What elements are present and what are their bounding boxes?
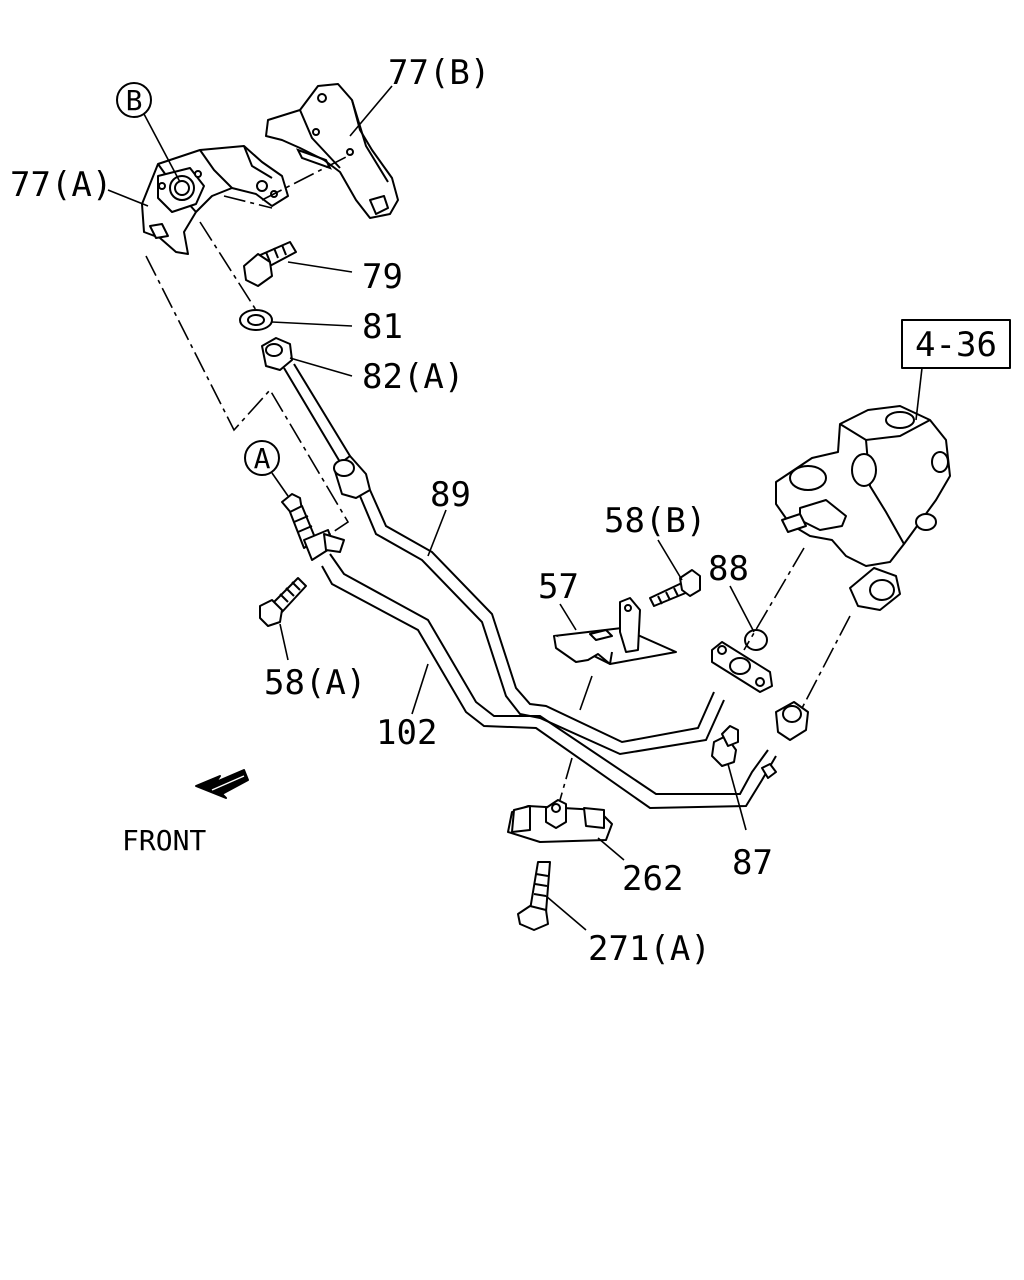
circle-marker-a: A (244, 440, 289, 497)
bolt-271a (517, 861, 551, 931)
guide-lines (145, 153, 851, 801)
svg-text:4-36: 4-36 (915, 325, 997, 365)
bolt-79 (243, 241, 297, 287)
clamp-262 (507, 799, 613, 843)
circle-marker-b: B (116, 82, 181, 183)
callout-77b: 77(B) (388, 53, 490, 93)
callout-82a: 82(A) (362, 357, 464, 397)
callout-87: 87 (732, 843, 773, 883)
callout-77a: 77(A) (10, 165, 112, 205)
pipe-102 (321, 553, 777, 810)
svg-text:B: B (126, 84, 143, 117)
oring-88 (744, 629, 768, 651)
callout-88: 88 (708, 549, 749, 589)
washer-81 (239, 309, 273, 331)
bracket-77a (141, 145, 289, 255)
callout-58a: 58(A) (264, 663, 366, 703)
callout-89: 89 (430, 475, 471, 515)
fitting-a (281, 493, 345, 561)
callout-262: 262 (622, 859, 683, 899)
bolt-58b (649, 569, 701, 607)
nut-82a (261, 337, 293, 371)
clamp-57 (553, 597, 677, 665)
callout-102: 102 (376, 713, 437, 753)
svg-text:A: A (254, 442, 271, 475)
callout-271a: 271(A) (588, 929, 711, 969)
pipe-flange (711, 641, 773, 693)
bolt-58a (259, 577, 307, 627)
callout-81: 81 (362, 307, 403, 347)
front-arrow-icon (195, 769, 249, 799)
reference-box: 4-36 (901, 319, 1011, 369)
front-label: FRONT (122, 824, 206, 857)
callout-58b: 58(B) (604, 501, 706, 541)
callout-79: 79 (362, 257, 403, 297)
fitting-87 (711, 725, 739, 767)
callout-57: 57 (538, 567, 579, 607)
pump-assembly (775, 405, 951, 611)
flare-nut-102 (761, 701, 809, 779)
pipe-89 (283, 363, 725, 756)
leader-lines (107, 85, 923, 931)
